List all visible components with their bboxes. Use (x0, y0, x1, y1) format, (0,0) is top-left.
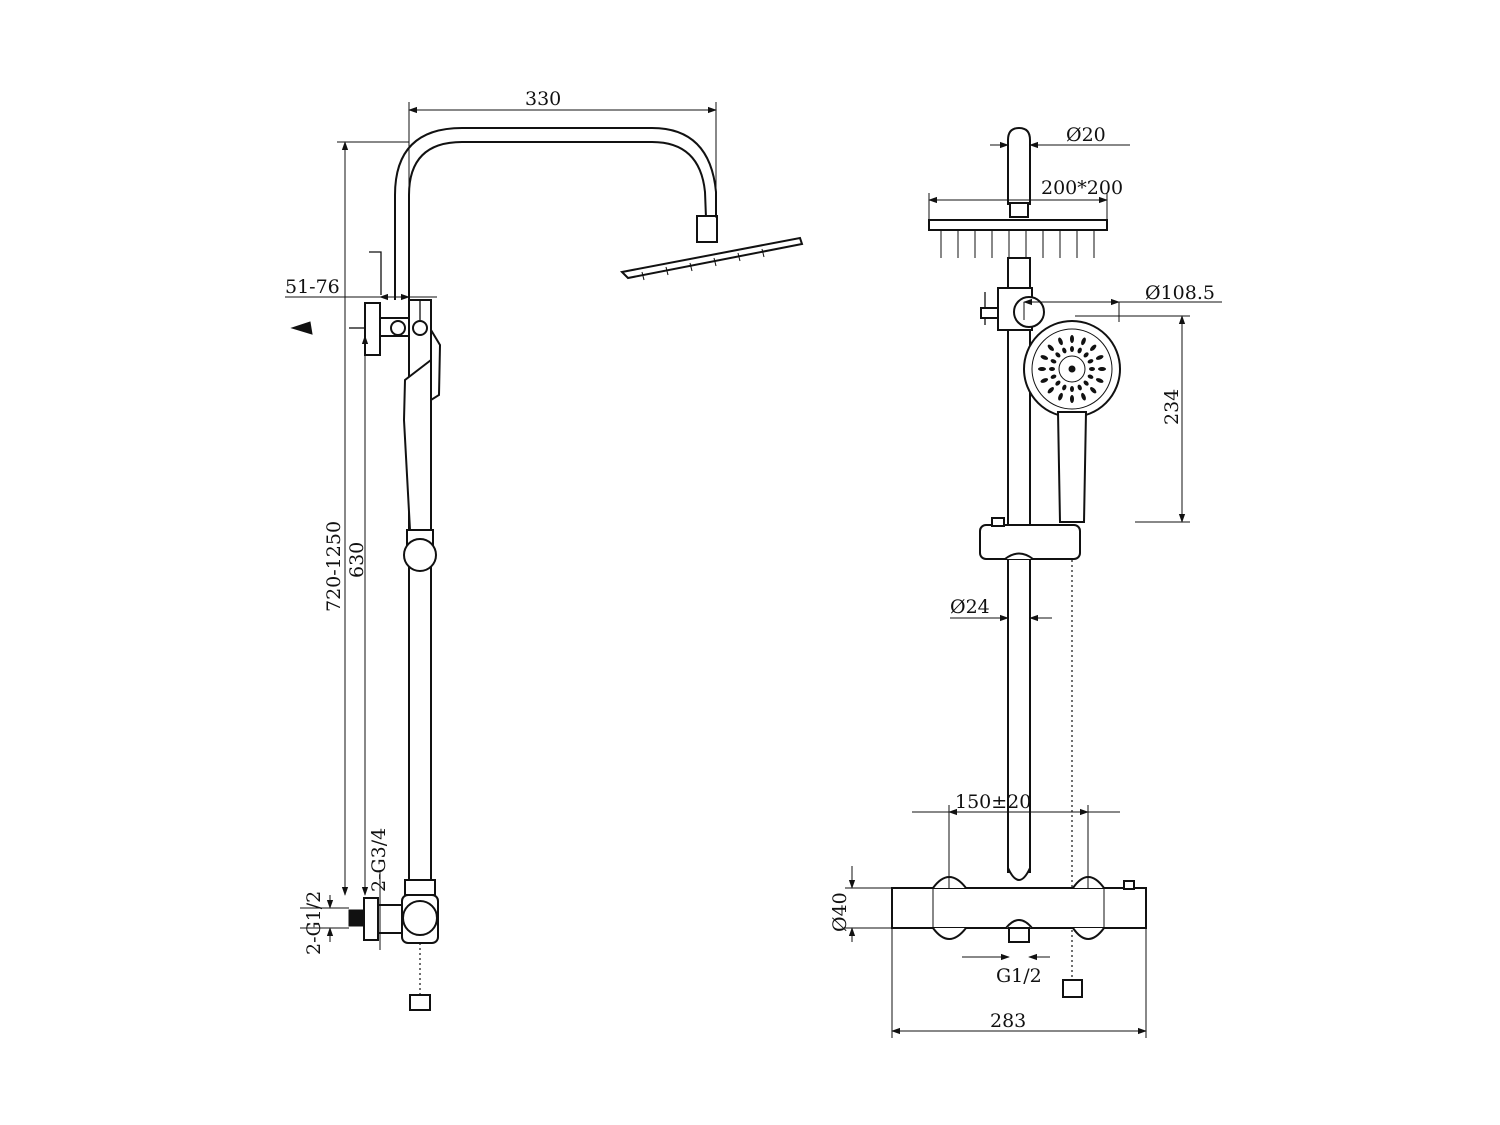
dim-centers-label: 150±20 (955, 791, 1031, 813)
dim-head-size-label: 200*200 (1041, 177, 1123, 199)
nozzle (1090, 344, 1097, 351)
inlet-thread (348, 909, 365, 927)
nozzle (1058, 392, 1063, 401)
nozzle (1095, 355, 1104, 360)
side-view: 330 51-76 720-1250 630 2-G3/4 2-G1/2 (285, 88, 804, 1011)
nozzle (1055, 352, 1061, 358)
front-view: Ø20 200*200 Ø108.5 234 Ø24 150±20 Ø40 (829, 124, 1222, 1038)
nozzle (1081, 337, 1086, 346)
hand-shower-side (430, 326, 442, 402)
nozzle (1070, 346, 1074, 352)
nozzle (1038, 367, 1046, 371)
shower-head-front (928, 219, 1108, 231)
nozzle (1070, 335, 1074, 343)
hand-handle-front (1056, 411, 1088, 523)
nozzle (1070, 386, 1074, 392)
nozzle (1062, 384, 1067, 391)
nozzle (1077, 347, 1082, 354)
dim-total-width-label: 283 (990, 1010, 1026, 1032)
dim-hand-shower-label: Ø108.5 (1145, 282, 1215, 304)
nozzle (1050, 359, 1057, 364)
dim-pipe-top-label: Ø20 (1066, 124, 1106, 146)
nozzle (1055, 380, 1061, 386)
nozzle (1081, 392, 1086, 401)
nozzle (1087, 374, 1094, 379)
hose-nut-side (409, 994, 431, 1011)
dim-rail-label: 630 (346, 542, 368, 578)
wall-plate-upper (364, 302, 381, 356)
dim-hand-length-label: 234 (1161, 389, 1183, 425)
dim-wall-gap-label: 51-76 (285, 276, 340, 298)
nozzle (1083, 352, 1089, 358)
nozzle (1050, 374, 1057, 379)
nozzle (1095, 378, 1104, 383)
allen-key-icon (369, 251, 382, 295)
nozzle (1040, 378, 1049, 383)
nozzle (1098, 367, 1106, 371)
dim-outlet-label: G1/2 (996, 965, 1042, 987)
top-pipe (1007, 126, 1031, 205)
dim-outlet-thread-label: 2-G3/4 (368, 828, 390, 892)
nozzle (1083, 380, 1089, 386)
nozzle (1089, 367, 1095, 371)
head-connector (696, 215, 718, 243)
hand-handle-side (402, 357, 432, 531)
nozzle (1058, 337, 1063, 346)
nozzle (1049, 367, 1055, 371)
nozzle (1062, 347, 1067, 354)
slider-front (979, 524, 1081, 560)
slider-knob-side (403, 538, 437, 572)
wall-plate-lower (363, 897, 379, 941)
shower-head-side (619, 236, 804, 280)
dim-width-label: 330 (525, 88, 561, 110)
nozzle (1047, 387, 1054, 394)
nozzle (1047, 344, 1054, 351)
nozzle (1090, 387, 1097, 394)
nozzle-pattern (1038, 335, 1106, 403)
dim-inlet-thread-label: 2-G1/2 (303, 891, 325, 955)
nozzle (1070, 395, 1074, 403)
wall-plug-icon (290, 321, 313, 335)
hose-nut-front (1062, 979, 1083, 998)
nozzle (1087, 359, 1094, 364)
nozzle (1040, 355, 1049, 360)
dim-rail-pipe-label: Ø24 (950, 596, 990, 618)
dim-body-label: Ø40 (829, 892, 851, 932)
bracket-screw (390, 320, 406, 336)
dim-height-range-label: 720-1250 (323, 521, 345, 612)
nozzle (1077, 384, 1082, 391)
